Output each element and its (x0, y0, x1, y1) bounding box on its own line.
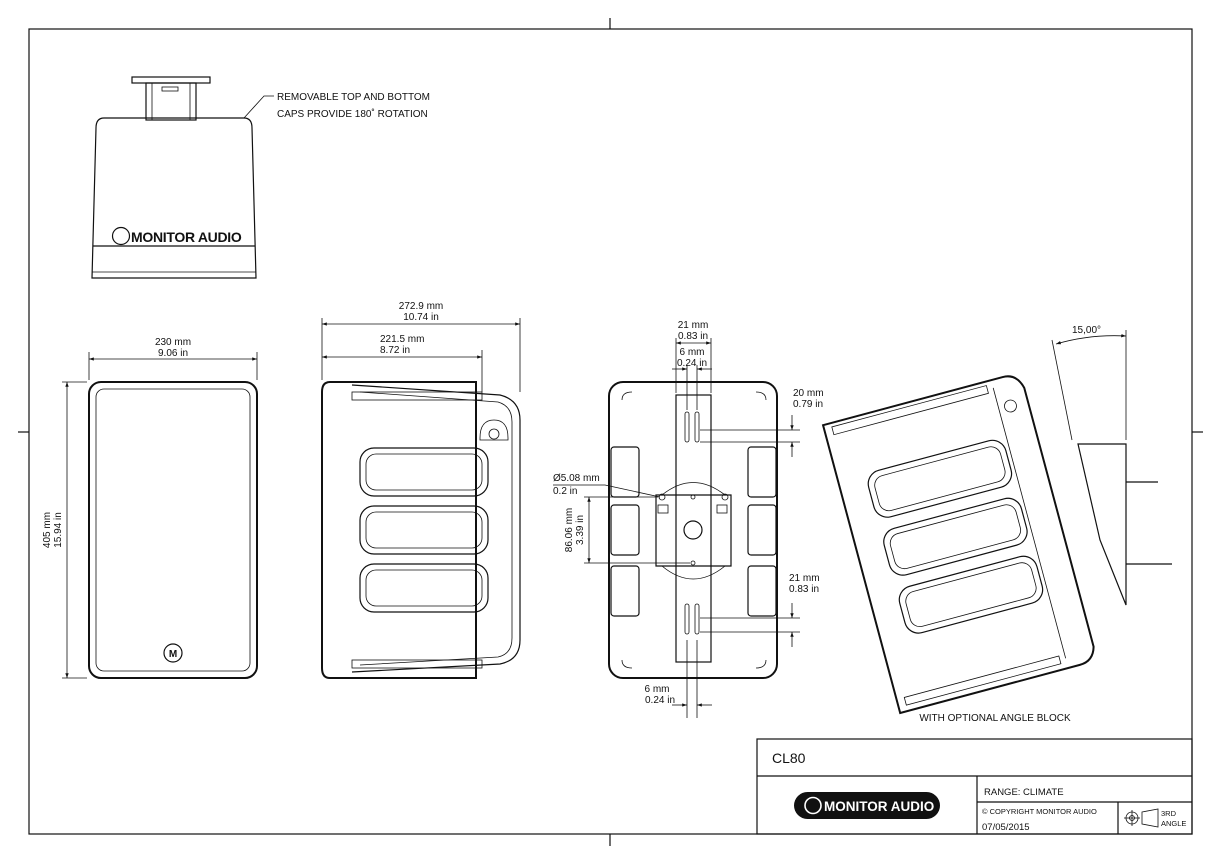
front-badge-text: M (169, 649, 177, 660)
projection-label-2: ANGLE (1161, 819, 1186, 828)
side-overall-mm: 272.9 mm (399, 301, 443, 312)
side-overall-in: 10.74 in (403, 312, 439, 323)
angle-block (1077, 443, 1172, 606)
slot-bottom-in: 0.24 in (645, 695, 675, 706)
logo-ring-icon (111, 226, 131, 246)
caps-note-line2: CAPS PROVIDE 180˚ ROTATION (277, 108, 428, 120)
slot-bottom-mm: 6 mm (645, 684, 670, 695)
bracket-top-mm: 21 mm (678, 320, 709, 331)
rear-mounting-bracket (655, 394, 732, 663)
slot-offset-top-dimension (700, 415, 800, 457)
side-body-mm: 221.5 mm (380, 334, 424, 345)
third-angle-projection-icon (1124, 808, 1159, 828)
slot-offset-top-in: 0.79 in (793, 399, 823, 410)
titleblock-logo-text: MONITOR AUDIO (824, 799, 934, 814)
slot-top-mm: 6 mm (680, 347, 705, 358)
side-overall-dimension (321, 318, 521, 392)
range-label: RANGE: CLIMATE (984, 787, 1064, 798)
slot-offset-bottom-dimension (700, 603, 800, 647)
front-width-mm: 230 mm (155, 337, 191, 348)
hole-spacing-mm: 86.06 mm (564, 508, 575, 552)
side-bracket-arm (351, 384, 521, 673)
caps-leader-line (243, 95, 274, 119)
angle-block-note: WITH OPTIONAL ANGLE BLOCK (919, 713, 1071, 724)
slot-top-in: 0.24 in (677, 358, 707, 369)
slot-bottom-dimension (672, 640, 712, 718)
bracket-top-in: 0.83 in (678, 331, 708, 342)
hole-spacing-in: 3.39 in (575, 515, 586, 545)
hole-dia-mm: Ø5.08 mm (553, 473, 600, 484)
top-cap-bracket (131, 76, 211, 121)
tilt-angle-dimension (1051, 330, 1127, 441)
side-body-dimension (322, 350, 483, 392)
rear-bracket-width-dimension (675, 338, 712, 393)
sheet-border (18, 18, 1203, 846)
titleblock-logo: MONITOR AUDIO (794, 792, 940, 819)
slot-offset-bottom-mm: 21 mm (789, 573, 820, 584)
rear-view-speaker (608, 381, 778, 679)
front-height-in: 15.94 in (53, 512, 64, 548)
front-height-mm: 405 mm (42, 512, 53, 548)
front-height-dimension (62, 381, 87, 679)
hole-spacing-dimension (584, 496, 690, 564)
front-badge-icon (163, 643, 183, 663)
slot-offset-bottom-in: 0.83 in (789, 584, 819, 595)
front-width-dimension (88, 352, 258, 380)
title-block (756, 738, 1193, 835)
front-width-in: 9.06 in (158, 348, 188, 359)
copyright-label: © COPYRIGHT MONITOR AUDIO (982, 807, 1097, 816)
top-view-speaker: MONITOR AUDIO (91, 76, 274, 279)
side-vent-slots (359, 447, 489, 613)
slot-offset-top-mm: 20 mm (793, 388, 824, 399)
side-view-speaker (321, 381, 521, 679)
hole-dia-in: 0.2 in (553, 486, 577, 497)
front-view-speaker: M (88, 381, 258, 679)
projection-label-1: 3RD (1161, 809, 1177, 818)
slot-top-dimension (672, 365, 712, 410)
logo-ring-icon (804, 796, 822, 815)
hole-dia-leader (553, 484, 661, 498)
caps-note-line1: REMOVABLE TOP AND BOTTOM (277, 92, 430, 103)
front-logo-text: MONITOR AUDIO (131, 229, 242, 245)
angled-view-speaker (821, 375, 1172, 715)
model-name: CL80 (772, 750, 806, 766)
rear-side-pockets (610, 446, 777, 617)
side-body-in: 8.72 in (380, 345, 410, 356)
drawing-date: 07/05/2015 (982, 822, 1030, 833)
tilt-angle-label: 15,00° (1072, 325, 1101, 336)
